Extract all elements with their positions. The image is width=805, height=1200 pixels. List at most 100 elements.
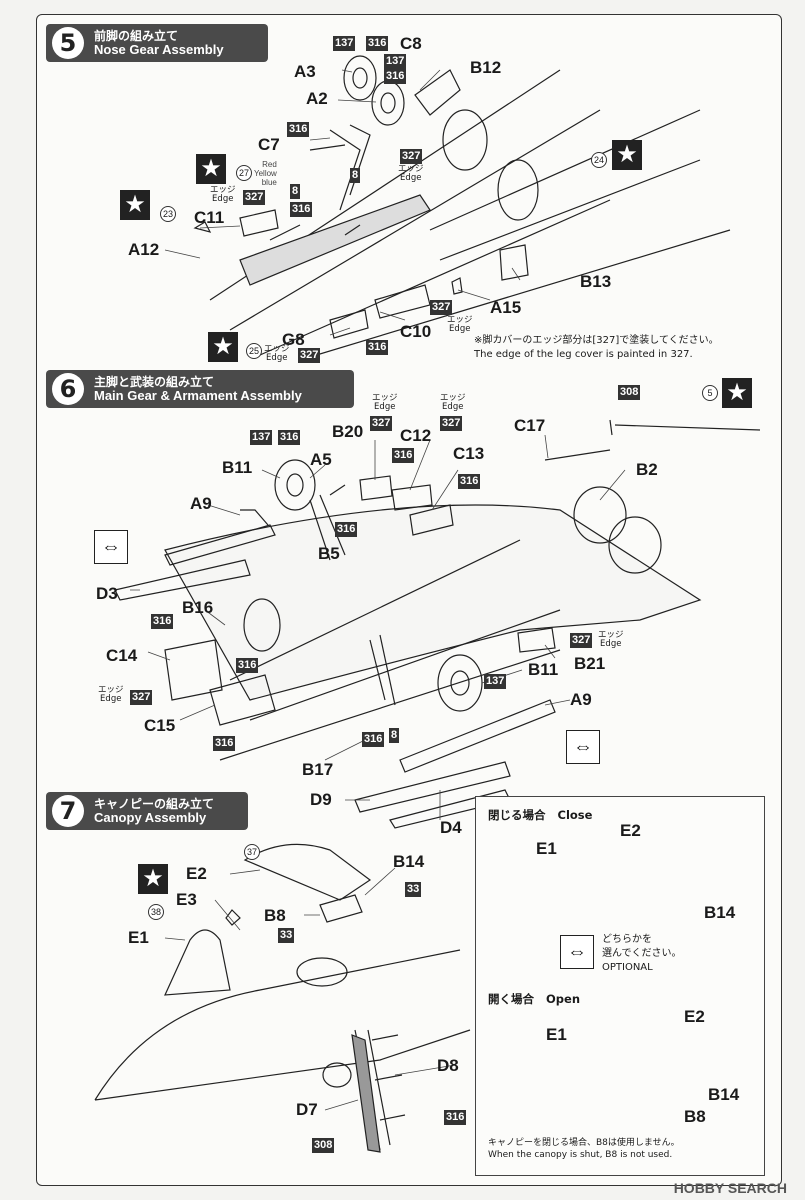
optional-ja-1: どちらかを — [602, 934, 652, 945]
step-number: 6 — [52, 373, 84, 405]
paint-code: 327 — [440, 416, 463, 431]
paint-code: 33 — [278, 928, 295, 943]
part-label: A2 — [306, 89, 328, 108]
paint-code: 137 — [484, 674, 507, 689]
circled-number: 24 — [591, 152, 607, 168]
swap-icon: ⇔ — [560, 935, 594, 969]
paint-code: 8 — [389, 728, 400, 743]
optional-ja-2: 選んでください。 — [602, 948, 682, 959]
paint-code: 316 — [151, 614, 174, 629]
paint-code: 316 — [392, 448, 415, 463]
color-tag: blue — [261, 178, 277, 187]
paint-code: 316 — [335, 522, 358, 537]
part-label: B8 — [684, 1107, 706, 1126]
paint-code: 327 — [570, 633, 593, 648]
part-label: C15 — [144, 716, 176, 735]
part-label: E3 — [176, 890, 197, 909]
close-heading: 閉じる場合 Close — [488, 807, 592, 823]
optional-en: OPTIONAL — [602, 962, 653, 973]
paint-code: 8 — [290, 184, 301, 199]
paint-code: 316 — [278, 430, 301, 445]
edge-ja: エッジ — [447, 315, 473, 325]
part-label: A12 — [128, 240, 160, 259]
swap-icon: ⇔ — [566, 730, 600, 764]
star-icon: ★ — [722, 378, 752, 408]
edge-ja: エッジ — [210, 185, 236, 195]
part-label: C14 — [106, 646, 138, 665]
part-label: B11 — [222, 458, 253, 477]
circled-number: 5 — [702, 385, 718, 401]
paint-code: 327 — [130, 690, 153, 705]
note-ja: キャノピーを閉じる場合、B8は使用しません。 — [488, 1138, 680, 1148]
paint-code: 316 — [362, 732, 385, 747]
edge-en: Edge — [442, 402, 464, 412]
circled-number: 38 — [148, 904, 164, 920]
part-label: D9 — [310, 790, 332, 809]
part-label: D7 — [296, 1100, 318, 1119]
part-label: C11 — [194, 208, 225, 227]
paint-code: 316 — [366, 36, 389, 51]
canopy-options-inset: 閉じる場合 Close E1 E2 B14 ⇔ どちらかを 選んでください。 O… — [475, 796, 765, 1176]
star-icon: ★ — [208, 332, 238, 362]
edge-ja: エッジ — [598, 630, 624, 640]
part-label: E1 — [128, 928, 149, 947]
paint-code: 316 — [213, 736, 236, 751]
star-icon: ★ — [138, 864, 168, 894]
paint-code: 316 — [290, 202, 313, 217]
paint-code: 327 — [400, 149, 423, 164]
star-icon: ★ — [120, 190, 150, 220]
step-number: 5 — [52, 27, 84, 59]
part-label: E2 — [620, 821, 641, 840]
paint-code: 327 — [430, 300, 453, 315]
part-label: G8 — [282, 330, 305, 349]
paint-code: 327 — [370, 416, 393, 431]
paint-code: 316 — [384, 69, 407, 84]
part-label: B8 — [264, 906, 286, 925]
star-icon: ★ — [196, 154, 226, 184]
circled-number: 27 — [236, 165, 252, 181]
edge-ja: エッジ — [98, 685, 124, 695]
part-label: B13 — [580, 272, 612, 291]
part-label: B20 — [332, 422, 364, 441]
edge-ja: エッジ — [440, 393, 466, 403]
step-title-en: Canopy Assembly — [94, 810, 207, 825]
paint-code: 308 — [618, 385, 641, 400]
part-label: B21 — [574, 654, 606, 673]
part-label: C8 — [400, 34, 422, 53]
step-title-ja: 前脚の組み立て — [94, 29, 179, 43]
part-label: D3 — [96, 584, 118, 603]
part-label: A5 — [310, 450, 332, 469]
paint-code: 327 — [243, 190, 266, 205]
paint-code: 137 — [384, 54, 407, 69]
open-ja: 開く場合 — [488, 992, 534, 1006]
edge-en: Edge — [449, 324, 471, 334]
paint-code: 327 — [298, 348, 321, 363]
circled-number: 25 — [246, 343, 262, 359]
edge-en: Edge — [100, 694, 122, 704]
part-label: E2 — [684, 1007, 705, 1026]
close-en: Close — [557, 808, 593, 822]
watermark: HOBBY SEARCH — [673, 1180, 787, 1196]
paint-code: 316 — [458, 474, 481, 489]
color-tags: Red Yellow blue — [254, 160, 277, 187]
part-label: B14 — [704, 903, 736, 922]
open-en: Open — [546, 992, 581, 1006]
part-label: B12 — [470, 58, 502, 77]
part-label: A9 — [570, 690, 592, 709]
part-label: B14 — [708, 1085, 740, 1104]
part-label: C13 — [453, 444, 485, 463]
part-label: B14 — [393, 852, 425, 871]
edge-en: Edge — [374, 402, 396, 412]
paint-code: 316 — [366, 340, 389, 355]
paint-code: 137 — [333, 36, 356, 51]
